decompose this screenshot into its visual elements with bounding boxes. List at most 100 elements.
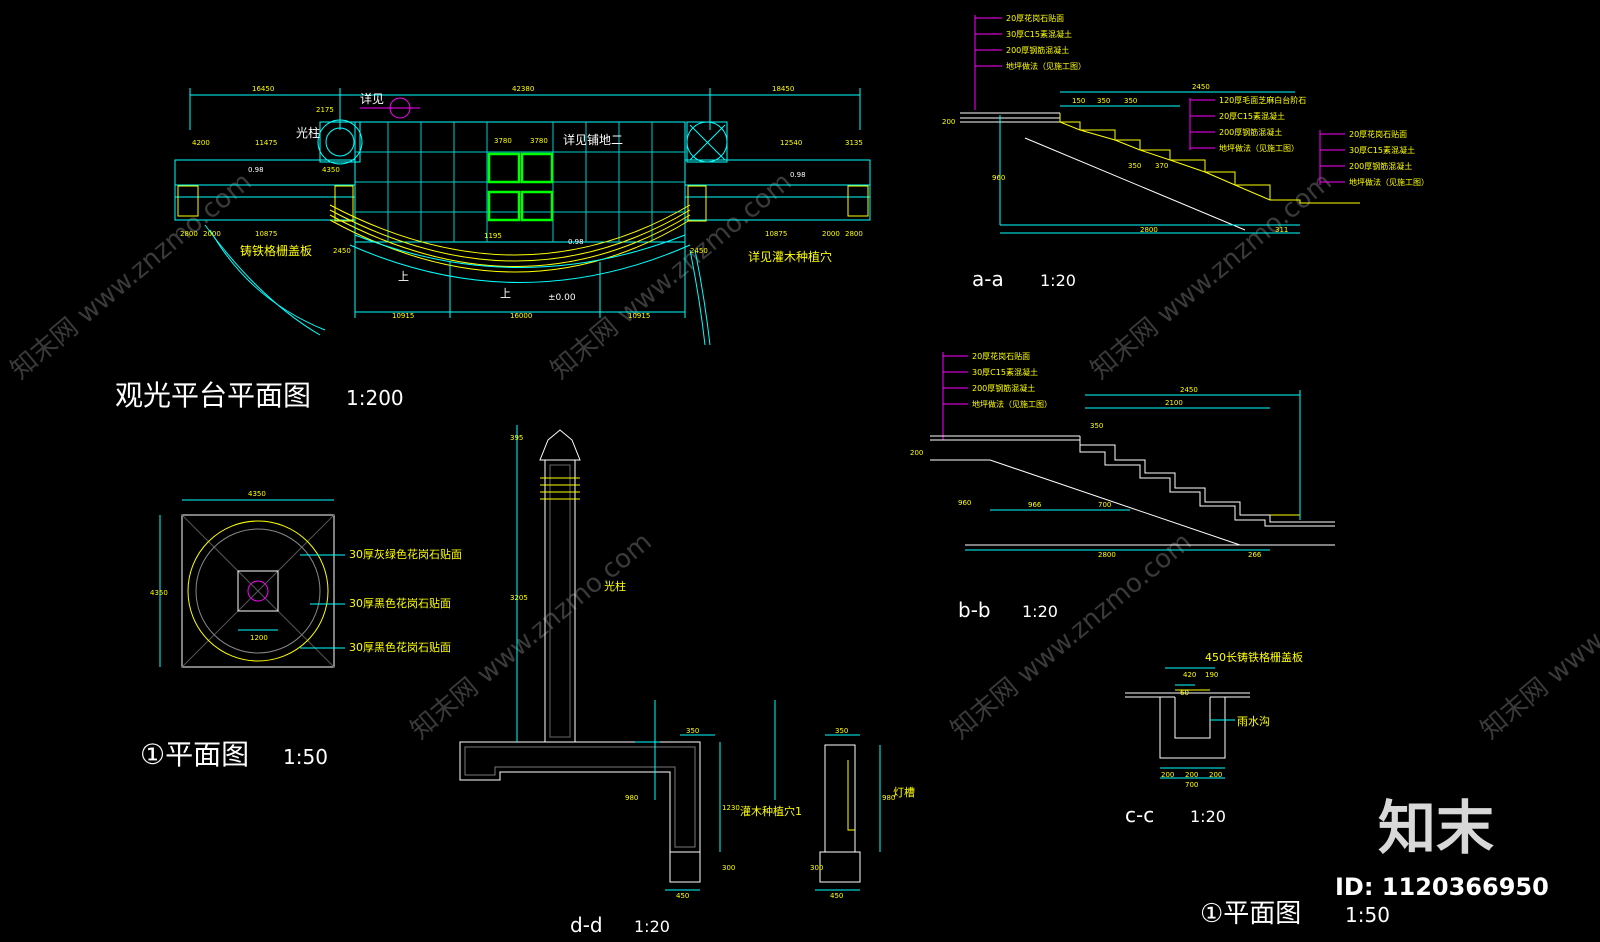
- small-plan-dim: 4350: [248, 490, 266, 498]
- dd-dim: 1230: [722, 804, 740, 812]
- bb-note: 20厚花岗石贴面: [972, 351, 1030, 361]
- small-plan-dim: 4350: [150, 589, 168, 597]
- dd-dim: 300: [810, 864, 823, 872]
- cc-dim: 200: [1161, 771, 1174, 779]
- bb-note: 地坪做法（见施工图）: [972, 399, 1052, 409]
- cc-dim: 200: [1185, 771, 1198, 779]
- cc-dim: 700: [1185, 781, 1198, 789]
- main-plan-labels: 详见 光柱 详见铺地二 铸铁格栅盖板 详见灌木种植穴 上 上 ±0.00 164…: [180, 85, 863, 320]
- dim-text: 16450: [252, 85, 274, 93]
- title-section-cc: c-c: [1125, 803, 1154, 827]
- aa-note: 30厚C15素混凝土: [1006, 29, 1072, 39]
- title-section-dd-scale: 1:20: [634, 917, 670, 936]
- aa-note: 地坪做法（见施工图）: [1006, 61, 1086, 71]
- bb-dim: 2800: [1098, 551, 1116, 559]
- title-section-dd: d-d: [570, 913, 603, 937]
- section-dd-labels: 光柱 灌木种植穴1 灯槽 395 3205 350 350 980 1230 3…: [510, 434, 915, 900]
- bb-dim: 2450: [1180, 386, 1198, 394]
- dd-dim: 300: [722, 864, 735, 872]
- dd-dim: 980: [882, 794, 895, 802]
- bb-dim: 350: [1090, 422, 1103, 430]
- dim-text: 4350: [322, 166, 340, 174]
- aa-dim: 960: [992, 174, 1005, 182]
- bb-dim: 960: [958, 499, 971, 507]
- label-elevation: ±0.00: [548, 293, 576, 303]
- label-up-1: 上: [398, 270, 409, 283]
- dim-text: 2800: [845, 230, 863, 238]
- dim-text: 0.98: [568, 238, 584, 246]
- title-section-bb-scale: 1:20: [1022, 602, 1058, 621]
- aa-note: 20厚C15素混凝土: [1219, 111, 1285, 121]
- bb-dim: 266: [1248, 551, 1262, 559]
- dim-text: 10875: [765, 230, 787, 238]
- dim-text: 2450: [690, 247, 708, 255]
- title-section-aa: a-a: [972, 267, 1004, 291]
- aa-note: 地坪做法（见施工图）: [1219, 143, 1299, 153]
- aa-dim: 2450: [1192, 83, 1210, 91]
- dd-label-shrub: 灌木种植穴1: [740, 804, 802, 818]
- aa-note: 20厚花岗石贴面: [1006, 13, 1064, 23]
- label-detail-ref: 详见: [360, 91, 384, 106]
- small-plan-dim: 1200: [250, 634, 268, 642]
- dim-text: 4200: [192, 139, 210, 147]
- section-bb-labels: 20厚花岗石贴面 30厚C15素混凝土 200厚钢筋混凝土 地坪做法（见施工图）…: [910, 351, 1262, 559]
- section-cc: [1125, 667, 1250, 779]
- dim-text: 18450: [772, 85, 794, 93]
- cc-label-grate: 450长铸铁格栅盖板: [1205, 650, 1303, 664]
- title-main-plan-scale: 1:200: [346, 386, 404, 410]
- title-section-bb: b-b: [958, 598, 991, 622]
- title-bottom-plan: ①平面图: [1200, 899, 1301, 929]
- main-plan: [174, 88, 871, 346]
- label-up-2: 上: [500, 287, 511, 300]
- section-aa: [960, 15, 1360, 234]
- dim-text: 12540: [780, 139, 802, 147]
- dd-dim: 395: [510, 434, 523, 442]
- bb-note: 200厚钢筋混凝土: [972, 383, 1035, 393]
- dd-label-light-slot: 灯槽: [893, 786, 915, 799]
- watermark-text: 知末网 www.znzmo.com: [1475, 527, 1600, 746]
- bb-note: 30厚C15素混凝土: [972, 367, 1038, 377]
- title-small-plan-scale: 1:50: [283, 745, 328, 769]
- aa-note: 200厚钢筋混凝土: [1006, 45, 1069, 55]
- aa-note: 30厚C15素混凝土: [1349, 145, 1415, 155]
- aa-dim: 200: [942, 118, 955, 126]
- brand-id: ID: 1120366950: [1335, 873, 1549, 901]
- dim-text: 16000: [510, 312, 532, 320]
- aa-dim: 2800: [1140, 226, 1158, 234]
- aa-note: 200厚钢筋混凝土: [1219, 127, 1282, 137]
- watermark-text: 知末网 www.znzmo.com: [545, 167, 797, 386]
- aa-note: 120厚毛面芝麻白台阶石: [1219, 95, 1306, 105]
- cc-dim: 190: [1205, 671, 1218, 679]
- aa-dim: 311: [1275, 226, 1288, 234]
- aa-note: 200厚钢筋混凝土: [1349, 161, 1412, 171]
- aa-note: 地坪做法（见施工图）: [1349, 177, 1429, 187]
- section-cc-labels: 450长铸铁格栅盖板 雨水沟 420 190 60 200 200 700 20…: [1161, 650, 1303, 789]
- dim-text: 0.98: [790, 171, 806, 179]
- aa-dim: 350: [1124, 97, 1137, 105]
- dim-text: 2450: [333, 247, 351, 255]
- dim-text: 11475: [255, 139, 277, 147]
- dd-dim: 450: [676, 892, 689, 900]
- dd-dim: 350: [835, 727, 848, 735]
- bb-dim: 700: [1098, 501, 1111, 509]
- aa-dim: 150: [1072, 97, 1085, 105]
- dim-text: 3135: [845, 139, 863, 147]
- dim-text: 2000: [203, 230, 221, 238]
- aa-dim: 370: [1155, 162, 1168, 170]
- section-dd: [459, 425, 881, 891]
- dim-text: 2800: [180, 230, 198, 238]
- section-aa-labels: 20厚花岗石贴面 30厚C15素混凝土 200厚钢筋混凝土 地坪做法（见施工图）…: [942, 13, 1429, 234]
- bb-dim: 966: [1028, 501, 1042, 509]
- small-plan-labels: 30厚灰绿色花岗石贴面 30厚黑色花岗石贴面 30厚黑色花岗石贴面 4350 4…: [150, 490, 462, 654]
- dim-text: 42380: [512, 85, 534, 93]
- title-section-cc-scale: 1:20: [1190, 807, 1226, 826]
- dd-dim: 350: [686, 727, 699, 735]
- cc-dim: 420: [1183, 671, 1196, 679]
- aa-dim: 350: [1128, 162, 1141, 170]
- aa-note: 20厚花岗石贴面: [1349, 129, 1407, 139]
- dim-text: 0.98: [248, 166, 264, 174]
- dim-text: 10875: [255, 230, 277, 238]
- watermark-text: 知末网 www.znzmo.com: [5, 167, 257, 386]
- dim-text: 2175: [316, 106, 334, 114]
